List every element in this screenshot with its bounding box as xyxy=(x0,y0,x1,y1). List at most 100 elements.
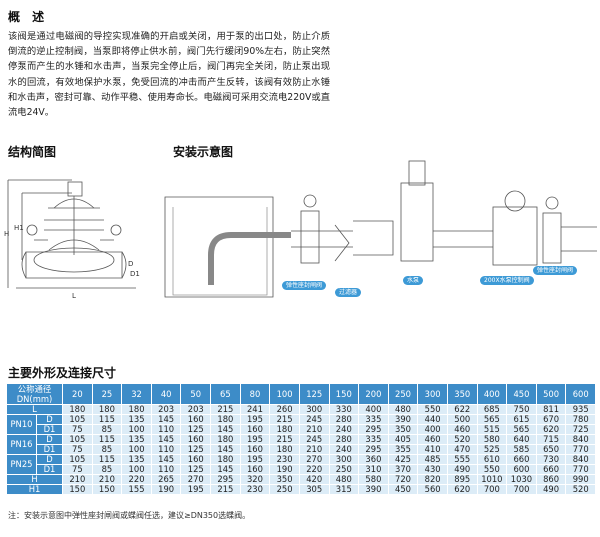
dims-cell: 355 xyxy=(387,444,419,455)
dims-cell: 245 xyxy=(298,434,330,445)
dims-cell: 660 xyxy=(506,454,537,465)
dims-cell: 725 xyxy=(565,424,596,435)
dims-cell: 245 xyxy=(298,414,330,425)
dn-header-label: 公称通径 DN(mm) xyxy=(5,383,64,405)
dims-cell: 400 xyxy=(358,404,389,415)
dims-cell: 190 xyxy=(269,464,300,475)
dims-cell: 410 xyxy=(417,444,448,455)
dims-cell: 160 xyxy=(180,414,212,425)
dims-cell: 215 xyxy=(210,404,241,415)
dims-cell: 335 xyxy=(358,414,389,425)
dims-cell: 220 xyxy=(121,474,152,485)
dims-cell: 300 xyxy=(328,454,360,465)
dims-cell: 135 xyxy=(121,434,152,445)
dims-cell: 195 xyxy=(239,454,271,465)
dims-cell: 565 xyxy=(476,414,508,425)
dim-label-d1: D1 xyxy=(130,270,140,278)
dims-cell: 150 xyxy=(91,484,123,495)
dims-cell: 860 xyxy=(535,474,567,485)
row-sub-label: D1 xyxy=(35,444,64,455)
dims-cell: 485 xyxy=(417,454,448,465)
dims-cell: 622 xyxy=(446,404,478,415)
dims-cell: 75 xyxy=(62,424,93,435)
dims-cell: 180 xyxy=(269,424,300,435)
dims-cell: 105 xyxy=(62,434,93,445)
dims-cell: 700 xyxy=(506,484,537,495)
dims-cell: 100 xyxy=(121,424,152,435)
dims-cell: 585 xyxy=(506,444,537,455)
dims-cell: 300 xyxy=(298,404,330,415)
dim-label-h1: H1 xyxy=(14,224,24,232)
dims-cell: 620 xyxy=(446,484,478,495)
dims-cell: 350 xyxy=(269,474,300,485)
dims-cell: 100 xyxy=(121,444,152,455)
dims-cell: 1010 xyxy=(476,474,508,485)
dims-cell: 160 xyxy=(239,444,271,455)
dn-header-cell: 600 xyxy=(565,383,596,405)
dims-cell: 125 xyxy=(180,424,212,435)
dims-cell: 85 xyxy=(91,444,123,455)
dims-cell: 390 xyxy=(387,414,419,425)
dims-cell: 310 xyxy=(358,464,389,475)
dims-cell: 115 xyxy=(91,414,123,425)
dims-cell: 295 xyxy=(210,474,241,485)
dims-cell: 220 xyxy=(298,464,330,475)
dims-cell: 670 xyxy=(535,414,567,425)
dims-cell: 75 xyxy=(62,444,93,455)
dims-cell: 230 xyxy=(269,454,300,465)
dims-cell: 210 xyxy=(298,424,330,435)
dn-header-cell: 350 xyxy=(446,383,478,405)
dims-cell: 265 xyxy=(150,474,182,485)
dims-title: 主要外形及连接尺寸 xyxy=(8,366,117,380)
dims-cell: 145 xyxy=(210,464,241,475)
tag-control-valve: 200X水泵控制阀 xyxy=(480,276,534,285)
dims-cell: 160 xyxy=(180,454,212,465)
dims-cell: 700 xyxy=(476,484,508,495)
structure-title: 结构简图 xyxy=(8,145,57,159)
dims-cell: 145 xyxy=(210,424,241,435)
row-sub-label: D xyxy=(35,414,64,425)
dims-cell: 840 xyxy=(565,434,596,445)
dn-header-cell: 32 xyxy=(121,383,152,405)
dims-cell: 145 xyxy=(150,434,182,445)
dims-cell: 110 xyxy=(150,444,182,455)
dims-cell: 640 xyxy=(506,434,537,445)
dims-cell: 580 xyxy=(476,434,508,445)
pressure-group-label: PN16 xyxy=(6,434,37,455)
dims-cell: 430 xyxy=(417,464,448,475)
install-diagram xyxy=(164,160,597,298)
dims-cell: 295 xyxy=(358,444,389,455)
row-sub-label: D1 xyxy=(35,424,64,435)
dn-header-cell: 25 xyxy=(91,383,123,405)
dims-cell: 660 xyxy=(535,464,567,475)
dn-header-cell: 50 xyxy=(180,383,212,405)
dims-cell: 470 xyxy=(446,444,478,455)
dims-cell: 460 xyxy=(446,424,478,435)
dn-header-cell: 500 xyxy=(535,383,567,405)
dims-cell: 125 xyxy=(180,464,212,475)
dims-cell: 145 xyxy=(150,414,182,425)
dims-cell: 315 xyxy=(328,484,360,495)
dims-cell: 330 xyxy=(328,404,360,415)
dims-cell: 100 xyxy=(121,464,152,475)
pressure-group-label: PN10 xyxy=(6,414,37,435)
dims-cell: 280 xyxy=(328,434,360,445)
dims-cell: 250 xyxy=(328,464,360,475)
dims-cell: 180 xyxy=(121,404,152,415)
row-label: L xyxy=(5,404,64,415)
dims-cell: 195 xyxy=(180,484,212,495)
dims-cell: 720 xyxy=(387,474,419,485)
dims-cell: 270 xyxy=(180,474,212,485)
dims-cell: 110 xyxy=(150,464,182,475)
dims-cell: 270 xyxy=(298,454,330,465)
dims-cell: 260 xyxy=(269,404,300,415)
dn-header-cell: 125 xyxy=(298,383,330,405)
dims-cell: 241 xyxy=(239,404,271,415)
overview-title: 概 述 xyxy=(8,10,49,24)
row-sub-label: D xyxy=(35,434,64,445)
